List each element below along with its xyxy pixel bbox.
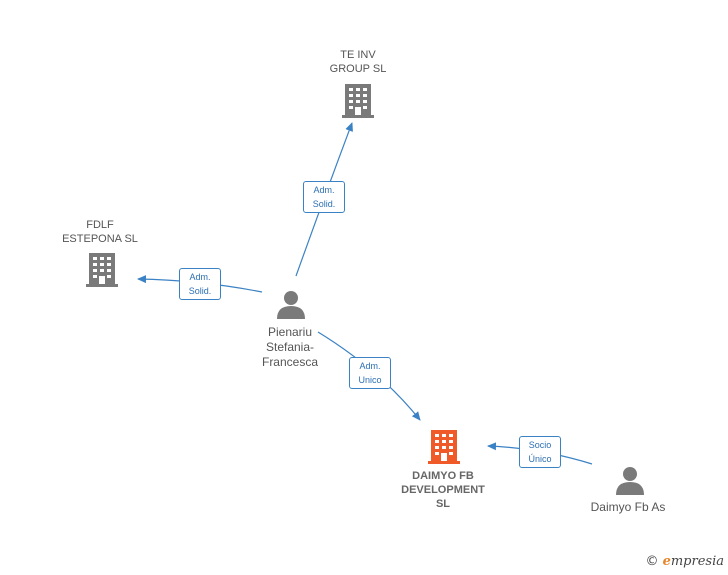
node-label-te-inv: TE INV GROUP SL — [329, 49, 387, 75]
copyright-icon: © — [645, 554, 659, 569]
brand-name: mpresia — [670, 554, 724, 569]
node-label-fdlf: FDLF ESTEPONA SL — [62, 219, 138, 245]
building-icon-highlighted — [428, 430, 460, 464]
brand-initial: e — [662, 554, 671, 569]
person-icon — [616, 467, 644, 495]
person-icon — [277, 291, 305, 319]
brand-logo: © empresia — [645, 554, 724, 569]
building-icon — [342, 84, 374, 118]
node-label-daimyo-as: Daimyo Fb As — [590, 500, 666, 514]
edge-label-to-te-inv: Adm. Solid. — [303, 181, 345, 213]
node-label-pienariu: Pienariu Stefania- Francesca — [261, 325, 319, 369]
edge-label-to-daimyo-dev: Adm. Unico — [349, 357, 391, 389]
edge-label-socio: Socio Único — [519, 436, 561, 468]
building-icon — [86, 253, 118, 287]
node-label-daimyo-dev: DAIMYO FB DEVELOPMENT SL — [401, 470, 485, 510]
edge-label-to-fdlf: Adm. Solid. — [179, 268, 221, 300]
